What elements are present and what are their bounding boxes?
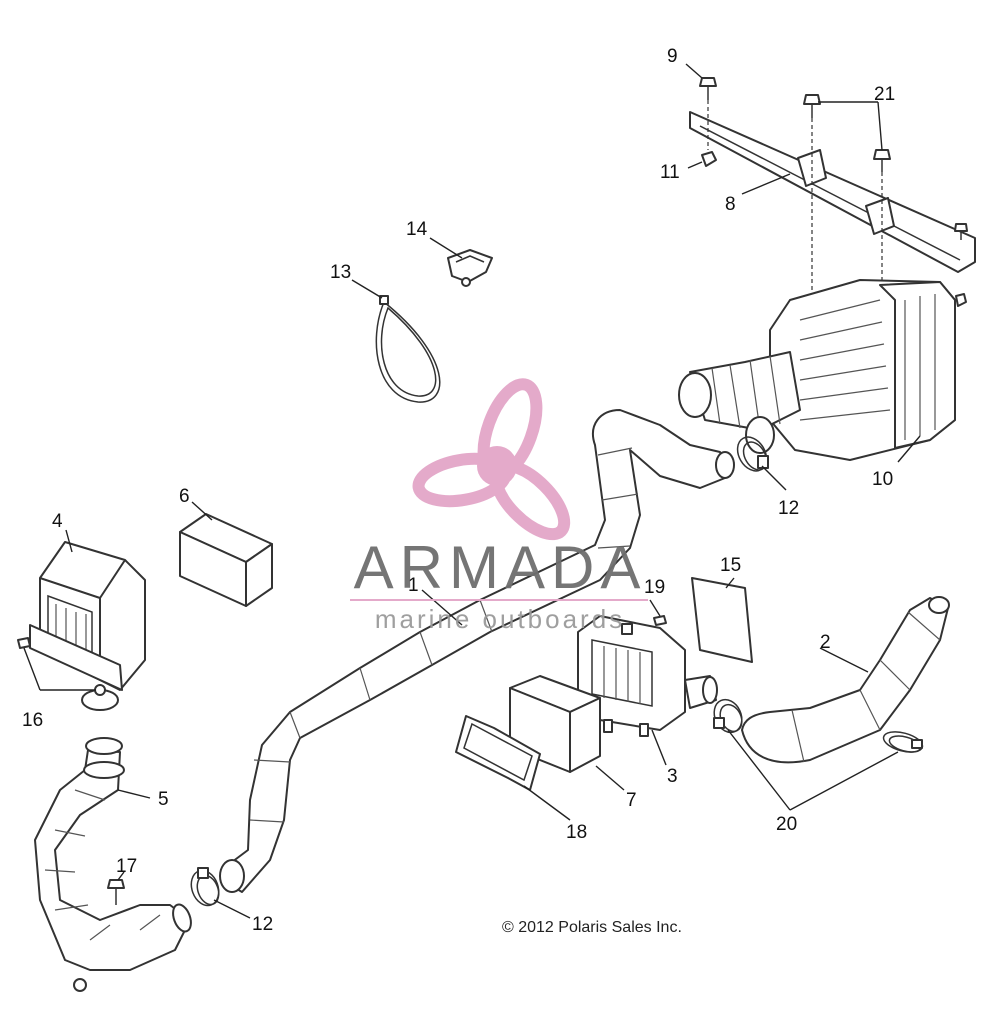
- nut-part-right: [955, 293, 967, 307]
- filter-part-6: [179, 513, 273, 607]
- callout-9: 9: [667, 46, 678, 67]
- bolt-part-small-right: [954, 223, 968, 240]
- callout-3: 3: [667, 766, 678, 787]
- nut-part-11: [701, 151, 717, 167]
- intake-housing-part-4: [29, 541, 146, 711]
- watermark-subtitle: marine outboards: [375, 604, 625, 634]
- callout-8: 8: [725, 194, 736, 215]
- callout-18: 18: [566, 822, 587, 843]
- clamp-part-12-lower: [190, 867, 220, 907]
- clamp-part-20-a: [713, 698, 743, 734]
- bolt-part-17: [107, 879, 125, 905]
- bolt-part-21-b: [873, 149, 891, 172]
- watermark-title: ARMADA: [354, 534, 647, 601]
- bolt-part-16-b: [94, 684, 106, 696]
- watermark: ARMADA marine outboards: [350, 378, 648, 634]
- hose-part-5: [34, 737, 192, 992]
- callout-16: 16: [22, 710, 43, 731]
- callout-19: 19: [644, 577, 665, 598]
- callout-12-upper: 12: [778, 498, 799, 519]
- clip-part-14: [447, 249, 493, 287]
- callout-14: 14: [406, 219, 428, 240]
- callout-15: 15: [720, 555, 741, 576]
- clamp-part-20-b: [882, 731, 924, 753]
- clamp-part-12-upper: [736, 436, 769, 472]
- callout-17: 17: [116, 856, 137, 877]
- copyright-notice: © 2012 Polaris Sales Inc.: [502, 919, 682, 936]
- callout-11: 11: [660, 162, 680, 183]
- callout-5: 5: [158, 789, 169, 810]
- bolt-part-21-a: [803, 94, 821, 118]
- callout-10: 10: [872, 469, 893, 490]
- callout-1: 1: [408, 575, 419, 596]
- filter-housing-part-3: [577, 615, 718, 737]
- propeller-icon: [412, 378, 571, 541]
- bolt-part-9: [699, 77, 717, 100]
- bolt-part-19: [653, 615, 667, 626]
- air-box-assembly: [678, 279, 956, 461]
- duct-part-1: [219, 409, 735, 893]
- strap-part-13: [375, 295, 441, 403]
- leader-lines: [23, 63, 921, 919]
- callout-2: 2: [820, 632, 831, 653]
- callout-12-lower: 12: [252, 914, 273, 935]
- callout-6: 6: [179, 486, 190, 507]
- callout-21: 21: [874, 84, 895, 105]
- callout-labels: 9 21 11 8 14 13 10 12 6 4 1 15 19 2 16 3…: [22, 46, 895, 935]
- bracket-part-8: [689, 111, 976, 273]
- sheet-part-15: [691, 577, 753, 663]
- callout-20: 20: [776, 814, 797, 835]
- callout-7: 7: [626, 790, 637, 811]
- callout-13: 13: [330, 262, 351, 283]
- bolt-part-16-a: [17, 637, 31, 649]
- callout-4: 4: [52, 511, 63, 532]
- hose-part-2: [741, 596, 950, 764]
